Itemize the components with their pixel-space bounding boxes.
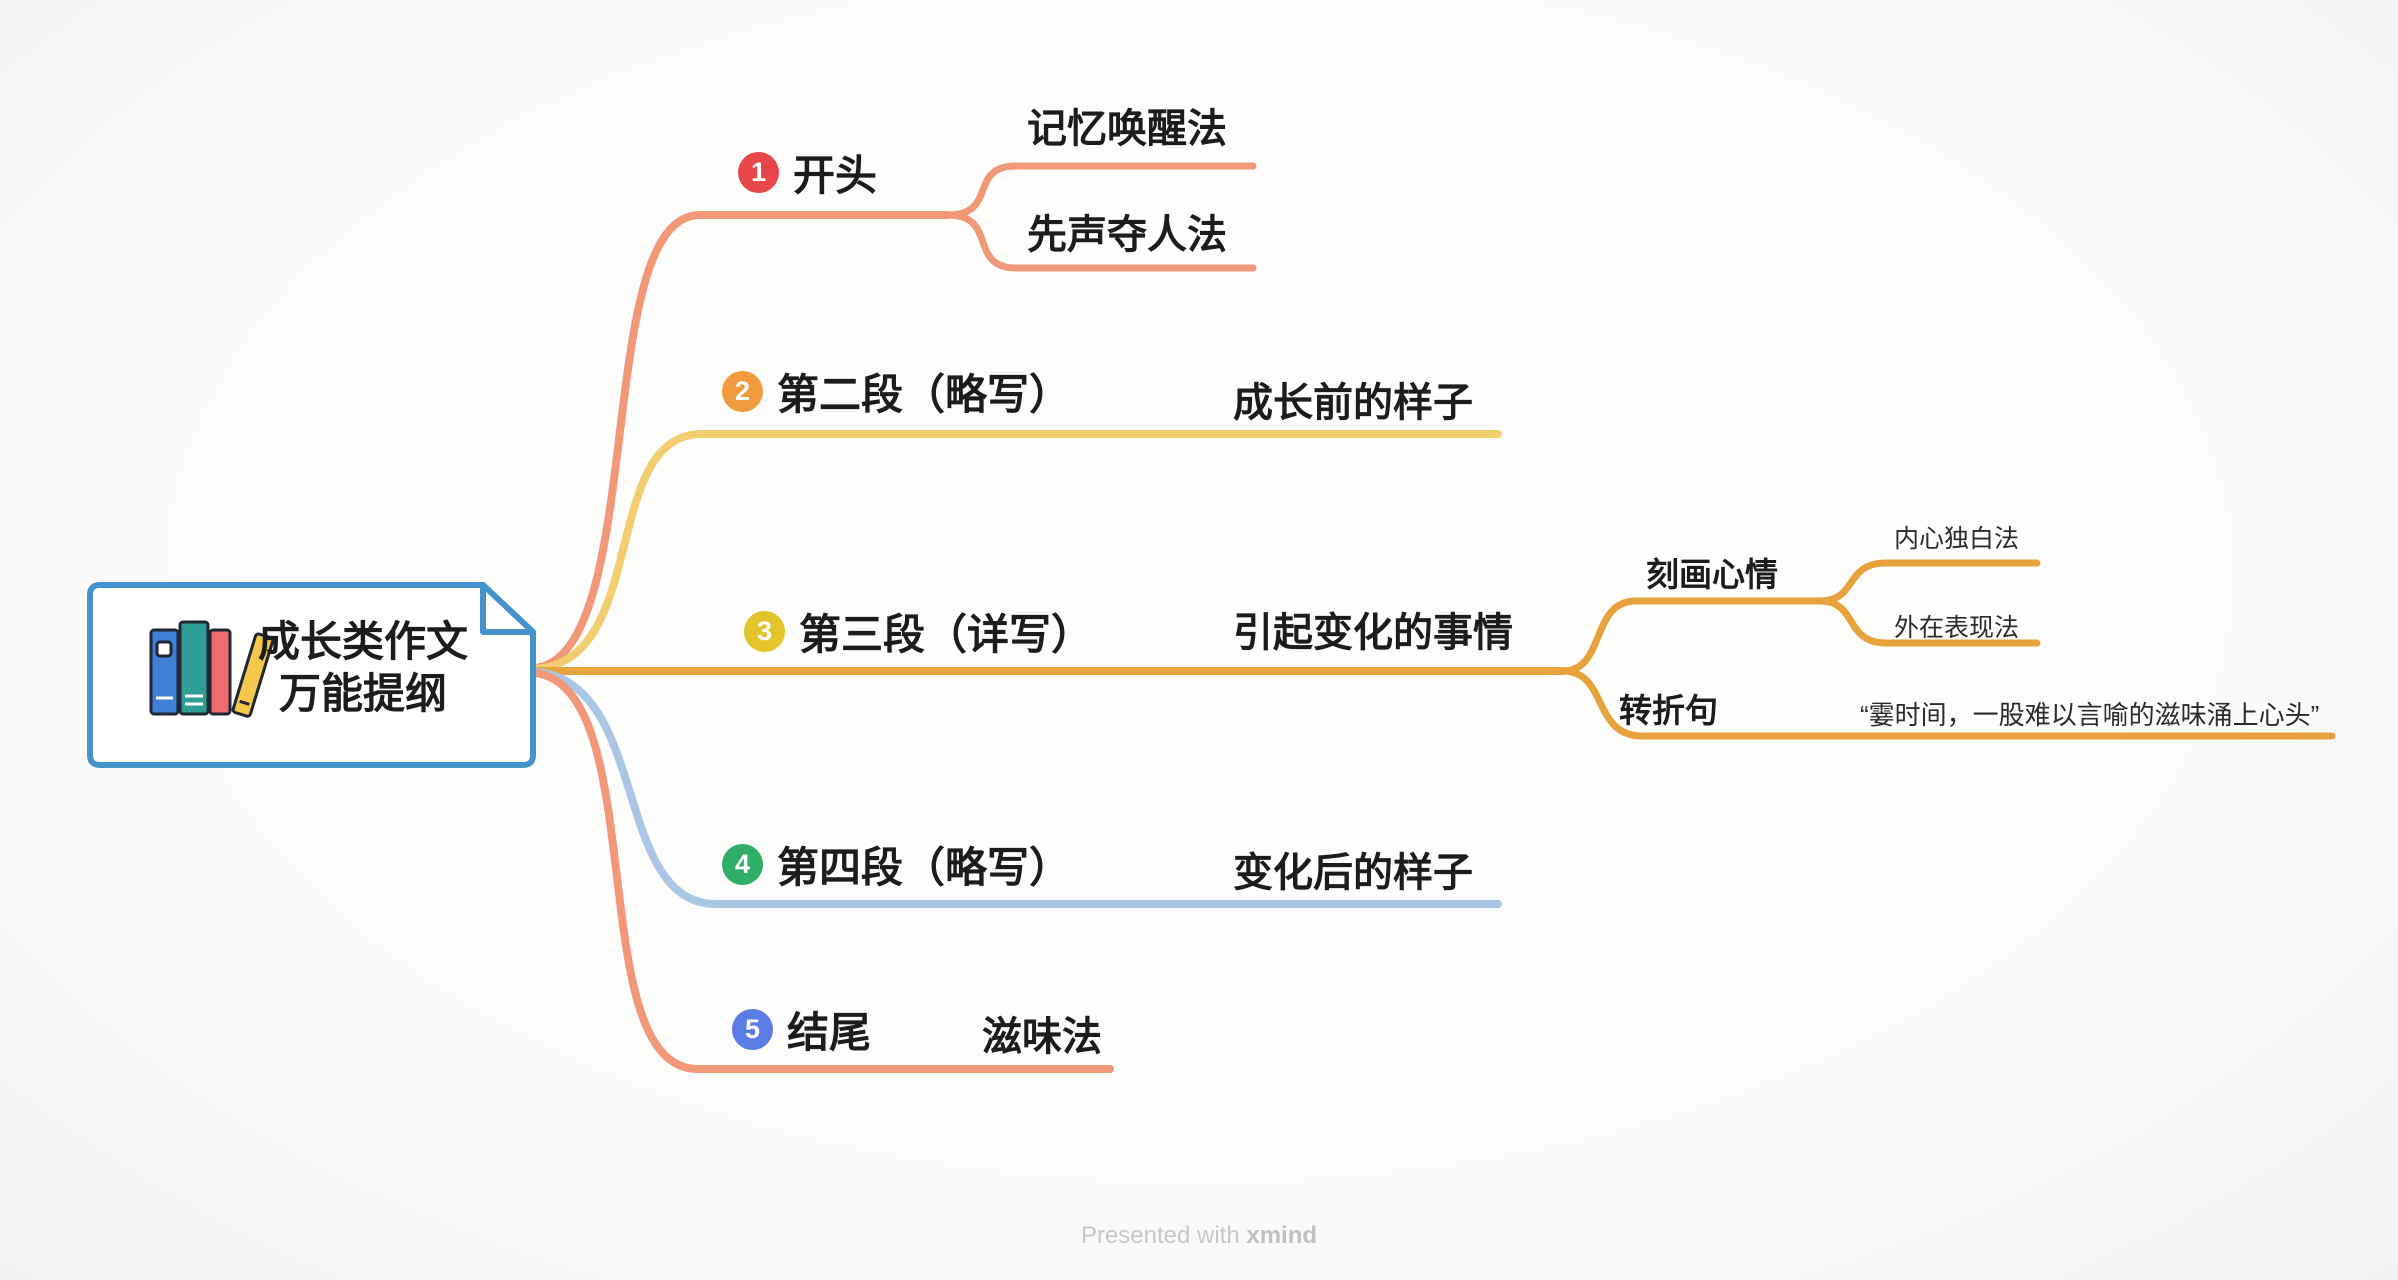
root-topic[interactable]: 成长类作文 万能提纲 (250, 616, 476, 720)
branch-3-transition-connector (1559, 667, 2336, 740)
topic-transition-quote[interactable]: “霎时间，一股难以言喻的滋味涌上心头” (1860, 700, 2320, 730)
root-title-line1: 成长类作文 (257, 618, 468, 665)
topic-opening-label: 开头 (793, 152, 878, 199)
watermark-prefix: Presented with (1080, 1222, 1247, 1249)
topic-ending-label: 结尾 (787, 1009, 872, 1056)
topic-change-event[interactable]: 引起变化的事情 (1233, 611, 1513, 655)
badge-1: 1 (738, 152, 779, 193)
topic-external-expression[interactable]: 外在表现法 (1894, 614, 2020, 642)
watermark-brand: xmind (1246, 1222, 1318, 1249)
branch-4-connector (532, 668, 1502, 908)
topic-depict-mood[interactable]: 刻画心情 (1646, 556, 1778, 593)
branch-1-child-2-connector (944, 211, 1257, 272)
branch-3-mood-connector (1559, 597, 1824, 675)
topic-second-paragraph-label: 第二段（略写） (777, 371, 1072, 418)
root-title-line2: 万能提纲 (278, 670, 447, 717)
topic-memory-awakening[interactable]: 记忆唤醒法 (1027, 107, 1227, 151)
topic-third-paragraph[interactable]: 3 第三段（详写） (744, 601, 1093, 662)
root-node-fold-corner (480, 582, 536, 635)
topic-third-paragraph-label: 第三段（详写） (799, 611, 1094, 658)
topic-before-growth[interactable]: 成长前的样子 (1233, 381, 1473, 425)
topic-inner-monologue[interactable]: 内心独白法 (1894, 525, 2020, 553)
topic-ending[interactable]: 5 结尾 (732, 999, 871, 1060)
badge-3: 3 (744, 611, 785, 652)
topic-striking-start[interactable]: 先声夺人法 (1027, 213, 1227, 257)
topic-fourth-paragraph[interactable]: 4 第四段（略写） (722, 834, 1071, 895)
topic-after-change[interactable]: 变化后的样子 (1233, 851, 1473, 895)
branch-1-connector (532, 211, 952, 672)
topic-opening[interactable]: 1 开头 (738, 142, 877, 203)
topic-fourth-paragraph-label: 第四段（略写） (777, 844, 1072, 891)
watermark: Presented with xmind (1081, 1222, 1317, 1250)
branch-5-connector (532, 669, 1114, 1073)
branch-3-mood-child-2-connector (1816, 597, 2041, 647)
branch-2-connector (532, 430, 1502, 673)
topic-second-paragraph[interactable]: 2 第二段（略写） (722, 361, 1071, 422)
badge-4: 4 (722, 844, 763, 885)
branch-3-mood-child-1-connector (1816, 559, 2041, 605)
books-icon (149, 620, 275, 718)
topic-flavor-method[interactable]: 滋味法 (982, 1015, 1102, 1059)
badge-2: 2 (722, 371, 763, 412)
topic-transition-sentence[interactable]: 转折句 (1619, 692, 1718, 729)
badge-5: 5 (732, 1009, 773, 1050)
branch-1-child-1-connector (944, 162, 1257, 219)
